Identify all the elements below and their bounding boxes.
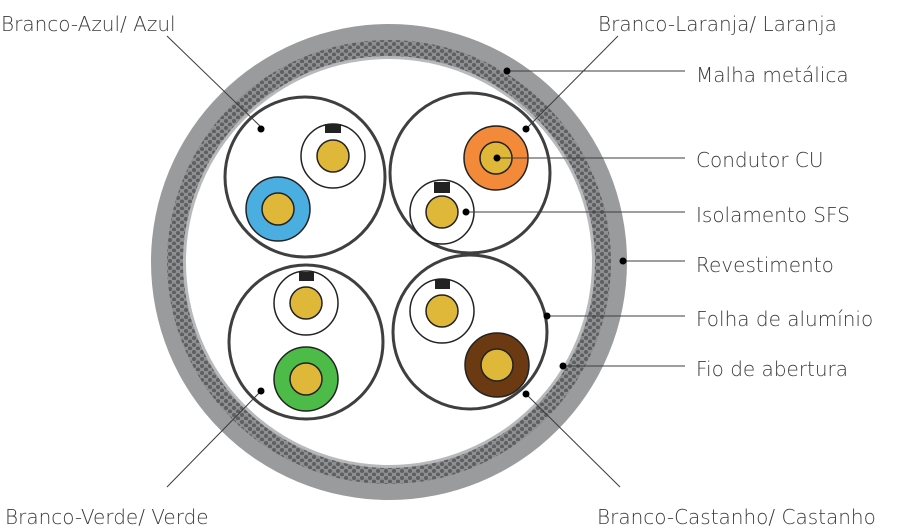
drain-marker <box>325 124 341 133</box>
copper-conductor <box>289 286 323 320</box>
leader-line-pair-green <box>166 390 262 488</box>
drain-marker <box>434 182 450 193</box>
pair-orange <box>388 91 552 255</box>
leader-dot-pair-orange <box>522 125 530 133</box>
leader-dot-braid <box>503 67 511 75</box>
leader-dot-insulation <box>462 208 470 216</box>
copper-conductor <box>316 139 350 173</box>
leader-dot-pair-blue <box>257 125 265 133</box>
leader-line-pair-blue <box>166 35 263 129</box>
copper-conductor <box>289 362 323 396</box>
leader-dot-jacket <box>619 257 627 265</box>
label-conductor: Condutor CU <box>696 148 824 172</box>
drain-marker <box>299 272 314 281</box>
drain-marker <box>435 279 450 289</box>
label-braid: Malha metálica <box>696 63 849 87</box>
pair-foil <box>227 263 385 421</box>
label-pair-brown: Branco-Castanho/ Castanho <box>597 505 876 529</box>
copper-conductor <box>425 195 459 229</box>
pair-blue <box>223 95 387 259</box>
label-pair-green: Branco-Verde/ Verde <box>5 505 209 529</box>
label-jacket: Revestimento <box>696 253 834 277</box>
pair-foil <box>223 95 387 259</box>
pair-brown <box>391 253 549 411</box>
pair-green <box>227 263 385 421</box>
leader-dot-pair-green <box>257 387 265 395</box>
pair-foil <box>391 253 549 411</box>
label-pair-orange: Branco-Laranja/ Laranja <box>598 12 837 36</box>
label-pair-blue: Branco-Azul/ Azul <box>1 12 176 36</box>
copper-conductor <box>425 294 459 328</box>
leader-line-pair-brown <box>525 393 621 488</box>
label-insulation: Isolamento SFS <box>696 203 850 227</box>
label-foil: Folha de alumínio <box>696 307 873 331</box>
leader-dot-ripcord <box>559 362 567 370</box>
label-ripcord: Fio de abertura <box>696 357 848 381</box>
leader-dot-conductor <box>493 154 501 162</box>
leader-dot-pair-brown <box>522 390 530 398</box>
leader-line-pair-orange <box>526 35 619 129</box>
leader-dot-foil <box>543 312 551 320</box>
copper-conductor <box>261 192 295 226</box>
copper-conductor <box>480 348 514 382</box>
